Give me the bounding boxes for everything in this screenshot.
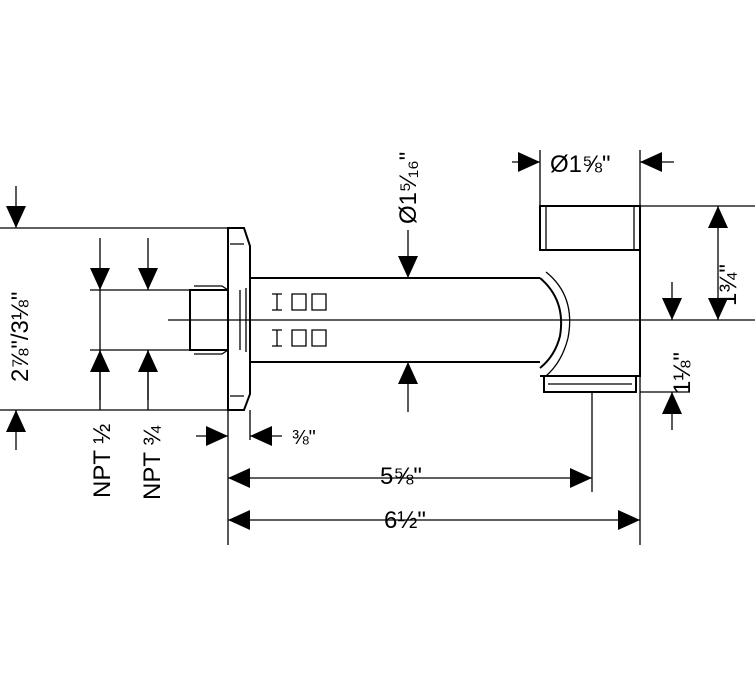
dimension-arrows <box>6 152 728 530</box>
arrow-left-reach <box>228 468 250 488</box>
reach-label: 5⅝" <box>380 463 422 490</box>
arrow-down-pipe <box>398 256 418 278</box>
arrow-up-outlet-offset <box>662 392 682 414</box>
arrow-down-npt-half <box>90 268 110 290</box>
outlet-height-label: 1¾" <box>715 264 742 306</box>
arrow-up-npt-three-quarter <box>138 350 158 372</box>
thread-three-quarter-label: NPT ¾ <box>139 425 166 500</box>
arrow-left-flange-thickness <box>250 426 272 446</box>
pipe-diameter-label: Ø1⁵⁄₁₆" <box>395 152 422 224</box>
extension-lines <box>0 150 755 545</box>
arrow-up-outlet-height <box>708 206 728 228</box>
outlet-offset-label: 1⅛" <box>669 352 696 394</box>
arrow-right-outlet-dia <box>518 152 540 172</box>
spout-body <box>189 205 641 411</box>
arrow-down-outlet-height <box>708 298 728 320</box>
overall-length-label: 6½" <box>384 507 426 534</box>
dimension-labels: Ø1⅝" Ø1⁵⁄₁₆" 1¾" 1⅛" 2⅞"/3⅛" NPT ½ NPT ¾… <box>7 151 742 534</box>
arrow-right-overall <box>618 510 640 530</box>
arrow-up-pipe <box>398 362 418 384</box>
outlet-diameter-label: Ø1⅝" <box>550 151 611 178</box>
arrow-down-npt-three-quarter <box>138 268 158 290</box>
arrow-right-flange-thickness <box>206 426 228 446</box>
flange-height-label: 2⅞"/3⅛" <box>7 292 34 382</box>
thread-half-label: NPT ½ <box>89 424 116 498</box>
arrow-up-flange-bottom <box>6 410 26 432</box>
arrow-left-outlet-dia <box>640 152 662 172</box>
arrow-down-flange-top <box>6 206 26 228</box>
arrow-right-reach <box>570 468 592 488</box>
arrow-left-overall <box>228 510 250 530</box>
flange-thickness-label: ⅜" <box>292 427 316 449</box>
arrow-down-outlet-offset <box>662 298 682 320</box>
arrow-up-npt-half <box>90 350 110 372</box>
